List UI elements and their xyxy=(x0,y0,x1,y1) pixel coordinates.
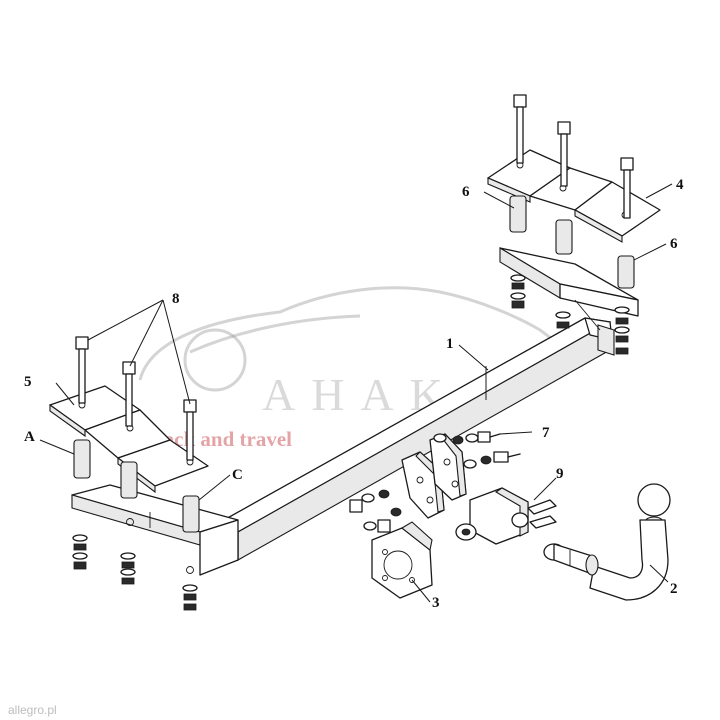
bolt-icon xyxy=(620,157,634,219)
callout-8: 8 xyxy=(172,291,180,307)
right-bolts xyxy=(513,94,634,219)
right-mount-plate xyxy=(487,149,661,243)
watermark-wheel-icon xyxy=(183,328,247,392)
callout-1: 1 xyxy=(446,336,454,352)
bolt-icon xyxy=(557,121,571,187)
bolt-icon xyxy=(75,336,89,404)
spacer-sleeve-icon xyxy=(120,461,138,499)
callout-6-top: 6 xyxy=(462,184,470,200)
callout-c: C xyxy=(232,467,243,483)
callout-labels: 1 2 3 4 5 6 6 7 8 9 A C xyxy=(24,177,684,611)
fastener-set-bracket xyxy=(349,489,402,533)
bolt-icon xyxy=(122,361,136,427)
spacer-sleeve-icon xyxy=(182,495,200,533)
callout-4: 4 xyxy=(676,177,684,193)
socket-plate xyxy=(371,521,433,599)
spacer-sleeve-icon xyxy=(73,439,91,479)
left-nut-stacks xyxy=(72,534,198,611)
watermark-car-icon xyxy=(138,286,561,381)
callout-3: 3 xyxy=(432,595,440,611)
callout-7: 7 xyxy=(542,425,550,441)
callout-2: 2 xyxy=(670,581,678,597)
callout-6-right: 6 xyxy=(670,236,678,252)
spacer-sleeve-icon xyxy=(509,195,527,233)
callout-a: A xyxy=(24,429,35,445)
left-bolts xyxy=(75,336,197,461)
leader-lines xyxy=(39,183,673,603)
spacer-sleeve-icon xyxy=(617,255,635,289)
electrical-socket xyxy=(455,487,557,545)
right-spacers xyxy=(509,195,635,289)
right-nut-stacks xyxy=(510,274,630,355)
spacer-sleeve-icon xyxy=(555,219,573,255)
callout-5: 5 xyxy=(24,374,32,390)
left-spacers xyxy=(73,439,200,533)
bolt-icon xyxy=(513,94,527,164)
tow-ball-arm xyxy=(543,483,671,601)
bolt-icon xyxy=(183,399,197,461)
fastener-set-7 xyxy=(433,431,521,469)
callout-9: 9 xyxy=(556,466,564,482)
source-credit: allegro.pl xyxy=(8,703,57,717)
